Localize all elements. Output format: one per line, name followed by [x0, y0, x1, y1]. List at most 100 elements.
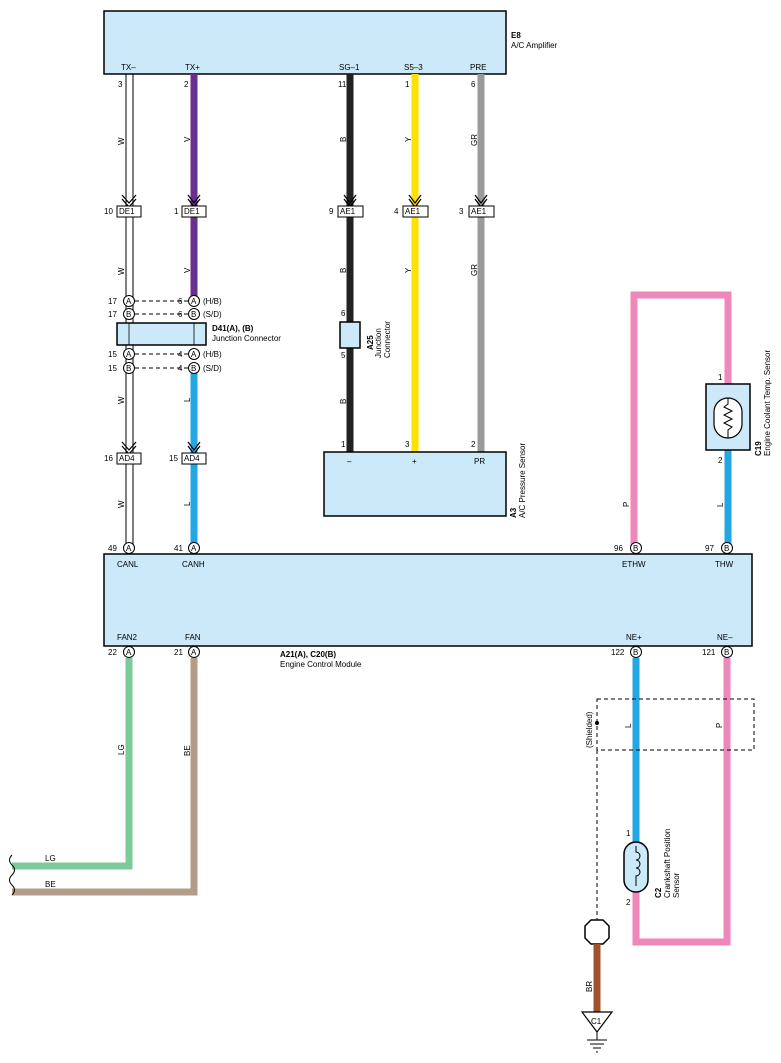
svg-text:AD4: AD4: [119, 454, 135, 463]
ecm-label-canh: CANH: [182, 560, 205, 569]
wire-label-l4: L: [183, 501, 192, 506]
inline-connector-ae1-b[interactable]: AE1 9: [329, 205, 364, 218]
svg-text:AE1: AE1: [340, 207, 356, 216]
ecm-label-canl: CANL: [117, 560, 139, 569]
a3-code: A3: [509, 507, 518, 518]
wire-label-w2: W: [117, 267, 126, 275]
svg-text:15: 15: [169, 454, 178, 463]
crankshaft-sensor[interactable]: [623, 841, 649, 893]
amp-pin-num-6: 6: [471, 80, 476, 89]
wire-label-w3: W: [117, 396, 126, 404]
svg-text:1: 1: [174, 207, 179, 216]
a3-label-plus: +: [412, 457, 417, 466]
wire-label-y2: Y: [404, 267, 413, 273]
ecm-label-fan2: FAN2: [117, 633, 138, 642]
a25-pin-bottom: 5: [341, 351, 346, 360]
d41-row1-rconn: A: [191, 297, 197, 306]
inline-connector-ad4-l[interactable]: AD4 15: [169, 452, 207, 465]
amp-pin-num-1: 1: [405, 80, 410, 89]
d41-row1-lconn: A: [126, 297, 132, 306]
ecm-name: Engine Control Module: [280, 660, 362, 669]
wire-lg: [12, 658, 133, 870]
d41-row2-rpin: 6: [178, 310, 183, 319]
ecm-bot-conn-4: B: [724, 648, 729, 657]
c19-code: C19: [754, 441, 763, 456]
junction-connector-d41[interactable]: [116, 295, 207, 374]
ac-amplifier-box[interactable]: [103, 10, 507, 75]
wire-break-icon: [9, 854, 15, 896]
engine-control-module-box[interactable]: [103, 553, 753, 647]
amp-pin-label-txm: TX–: [121, 63, 136, 72]
a25-name-2: Connector: [383, 321, 392, 358]
amp-pin-num-3: 3: [118, 80, 123, 89]
wire-be: [12, 658, 198, 896]
c2-pin-top: 1: [626, 829, 631, 838]
amp-pin-num-11: 11: [338, 80, 347, 89]
ecm-top-conn-4: B: [724, 544, 729, 553]
d41-row1-note: (H/B): [203, 297, 222, 306]
coolant-temp-sensor[interactable]: [705, 383, 751, 451]
c2-pin-bottom: 2: [626, 898, 631, 907]
a3-pin-2: 2: [471, 440, 476, 449]
ecm-bot-conn-2: A: [191, 648, 197, 657]
ecm-bot-conn-3: B: [633, 648, 638, 657]
ground-code: C1: [591, 1017, 602, 1026]
ac-pressure-sensor-box[interactable]: [323, 451, 507, 517]
ecm-top-num-4: 97: [705, 544, 714, 553]
wire-label-gr1: GR: [470, 134, 479, 146]
a3-label-pr: PR: [474, 457, 485, 466]
d41-row4-rconn: B: [191, 364, 196, 373]
c2-name-1: Crankshaft Position: [663, 829, 672, 898]
ground-point-icon: [580, 1011, 614, 1033]
inline-connector-ae1-y[interactable]: AE1 4: [394, 205, 429, 218]
wire-label-l5: L: [716, 502, 725, 507]
d41-row3-lpin: 15: [108, 350, 117, 359]
ecm-top-conn-3: B: [633, 544, 638, 553]
inline-connector-ae1-gr[interactable]: AE1 3: [459, 205, 495, 218]
svg-text:AE1: AE1: [471, 207, 487, 216]
d41-row4-lpin: 15: [108, 364, 117, 373]
wire-label-lg-end: LG: [45, 854, 56, 863]
ecm-label-ne-minus: NE–: [717, 633, 733, 642]
a25-pin-top: 6: [341, 309, 346, 318]
ecm-bot-num-4: 121: [702, 648, 716, 657]
wire-label-l3: L: [183, 397, 192, 402]
wire-label-b1: B: [339, 137, 348, 142]
inline-connector-de1-w[interactable]: DE1 10: [104, 205, 142, 218]
ground-symbol-icon: [587, 1032, 607, 1053]
ecm-top-conn-1: A: [126, 544, 132, 553]
ecm-top-num-2: 41: [174, 544, 183, 553]
inline-connector-ad4-w[interactable]: AD4 16: [104, 452, 142, 465]
c19-pin-top: 1: [718, 373, 723, 382]
wire-label-y1: Y: [404, 136, 413, 142]
d41-row2-rconn: B: [191, 310, 196, 319]
ecm-bot-num-2: 21: [174, 648, 183, 657]
ground-octagon-icon: [584, 919, 610, 945]
ecm-bot-num-3: 122: [611, 648, 625, 657]
c19-pin-bottom: 2: [718, 456, 723, 465]
ecm-label-fan: FAN: [185, 633, 201, 642]
wire-label-b3: B: [339, 399, 348, 404]
ecm-code: A21(A), C20(B): [280, 650, 336, 659]
d41-row1-lpin: 17: [108, 297, 117, 306]
inline-connector-de1-v[interactable]: DE1 1: [174, 205, 207, 218]
wire-label-br: BR: [585, 981, 594, 992]
svg-text:DE1: DE1: [184, 207, 200, 216]
d41-name: Junction Connector: [212, 334, 281, 343]
amp-pin-label-txp: TX+: [185, 63, 200, 72]
svg-text:16: 16: [104, 454, 113, 463]
ecm-top-num-3: 96: [614, 544, 623, 553]
wire-label-gr2: GR: [470, 264, 479, 276]
amp-pin-num-2: 2: [184, 80, 189, 89]
ecm-top-pin-markers: [123, 542, 733, 658]
shielded-label: (Shielded): [585, 711, 594, 748]
wire-label-p2: P: [715, 723, 724, 728]
d41-row3-note: (H/B): [203, 350, 222, 359]
d41-code: D41(A), (B): [212, 324, 254, 333]
amp-pin-label-pre: PRE: [470, 63, 486, 72]
ecm-bot-num-1: 22: [108, 648, 117, 657]
d41-row4-rpin: 4: [178, 364, 183, 373]
shield-junction-dot: [595, 721, 599, 725]
junction-connector-a25[interactable]: [339, 321, 361, 349]
